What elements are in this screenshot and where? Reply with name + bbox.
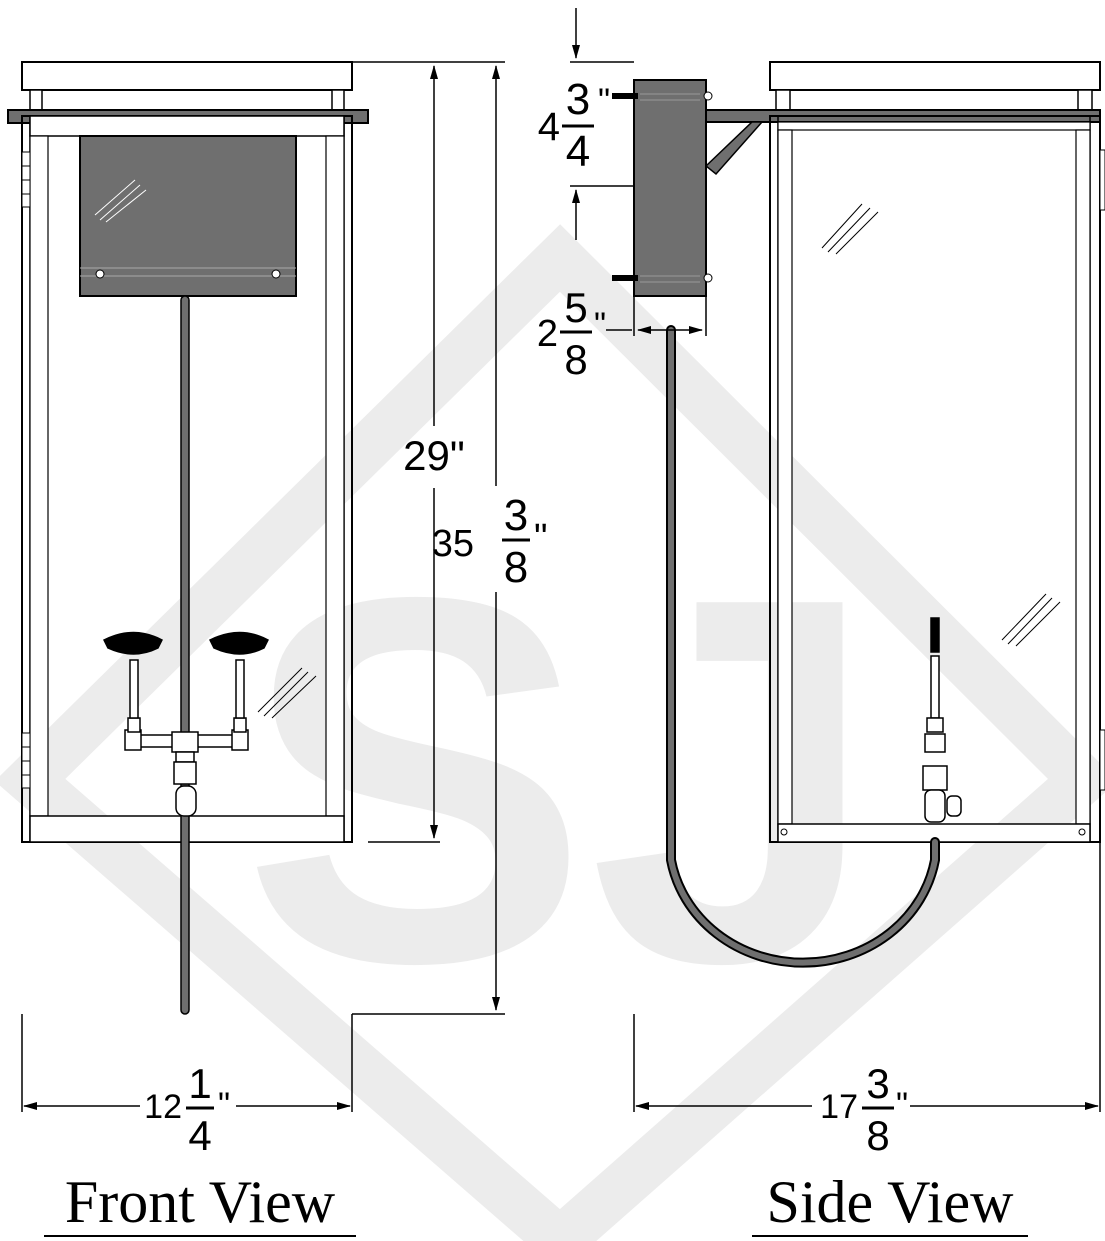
front-view — [7, 61, 369, 1015]
dim-bracket-depth-num: 5 — [564, 284, 587, 331]
front-view-label: Front View — [65, 1169, 336, 1235]
dim-front-width-den: 4 — [188, 1112, 211, 1159]
dim-side-width-num: 3 — [866, 1060, 889, 1107]
dim-bracket-height-den: 4 — [566, 127, 590, 176]
dim-bracket-height: 4 3 4 " — [538, 75, 610, 176]
dim-side-width: 17 3 8 " — [820, 1060, 908, 1159]
wall-bracket — [633, 79, 707, 297]
dim-height-total-den: 8 — [504, 543, 528, 592]
front-dimensions — [21, 61, 505, 1112]
dim-bracket-depth: 2 5 8 " — [537, 284, 606, 383]
side-view — [612, 61, 1105, 968]
dim-bracket-height-num: 3 — [566, 75, 590, 124]
dim-side-width-whole: 17 — [820, 1088, 858, 1126]
dim-height-inner: 29" — [403, 432, 465, 479]
dim-bracket-depth-whole: 2 — [537, 313, 558, 355]
watermark-letters: SJ — [242, 490, 878, 1071]
dim-front-width-unit: " — [218, 1086, 230, 1124]
dim-bracket-depth-unit: " — [594, 306, 606, 344]
dim-front-width-whole: 12 — [144, 1088, 182, 1126]
eyewash-assembly — [102, 631, 269, 817]
dim-height-total: 35 3 8 " — [432, 491, 548, 592]
watermark-logo: SJ — [0, 224, 1105, 1241]
side-dimensions — [570, 8, 1101, 1112]
dim-bracket-depth-den: 8 — [564, 336, 587, 383]
dim-height-total-unit: " — [534, 517, 548, 559]
side-view-label: Side View — [767, 1169, 1015, 1235]
dim-side-width-den: 8 — [866, 1112, 889, 1159]
hinge-bottom — [21, 732, 31, 789]
hinge-top — [21, 151, 31, 208]
dim-bracket-height-whole: 4 — [538, 105, 560, 149]
dim-front-width: 12 1 4 " — [144, 1060, 230, 1159]
side-eyewash — [922, 617, 962, 823]
dim-height-total-num: 3 — [504, 491, 528, 540]
dim-side-width-unit: " — [896, 1086, 908, 1124]
dim-front-width-num: 1 — [188, 1060, 211, 1107]
dim-bracket-height-unit: " — [598, 82, 610, 120]
dim-height-total-whole: 35 — [432, 523, 474, 565]
sign-panel — [79, 135, 297, 297]
